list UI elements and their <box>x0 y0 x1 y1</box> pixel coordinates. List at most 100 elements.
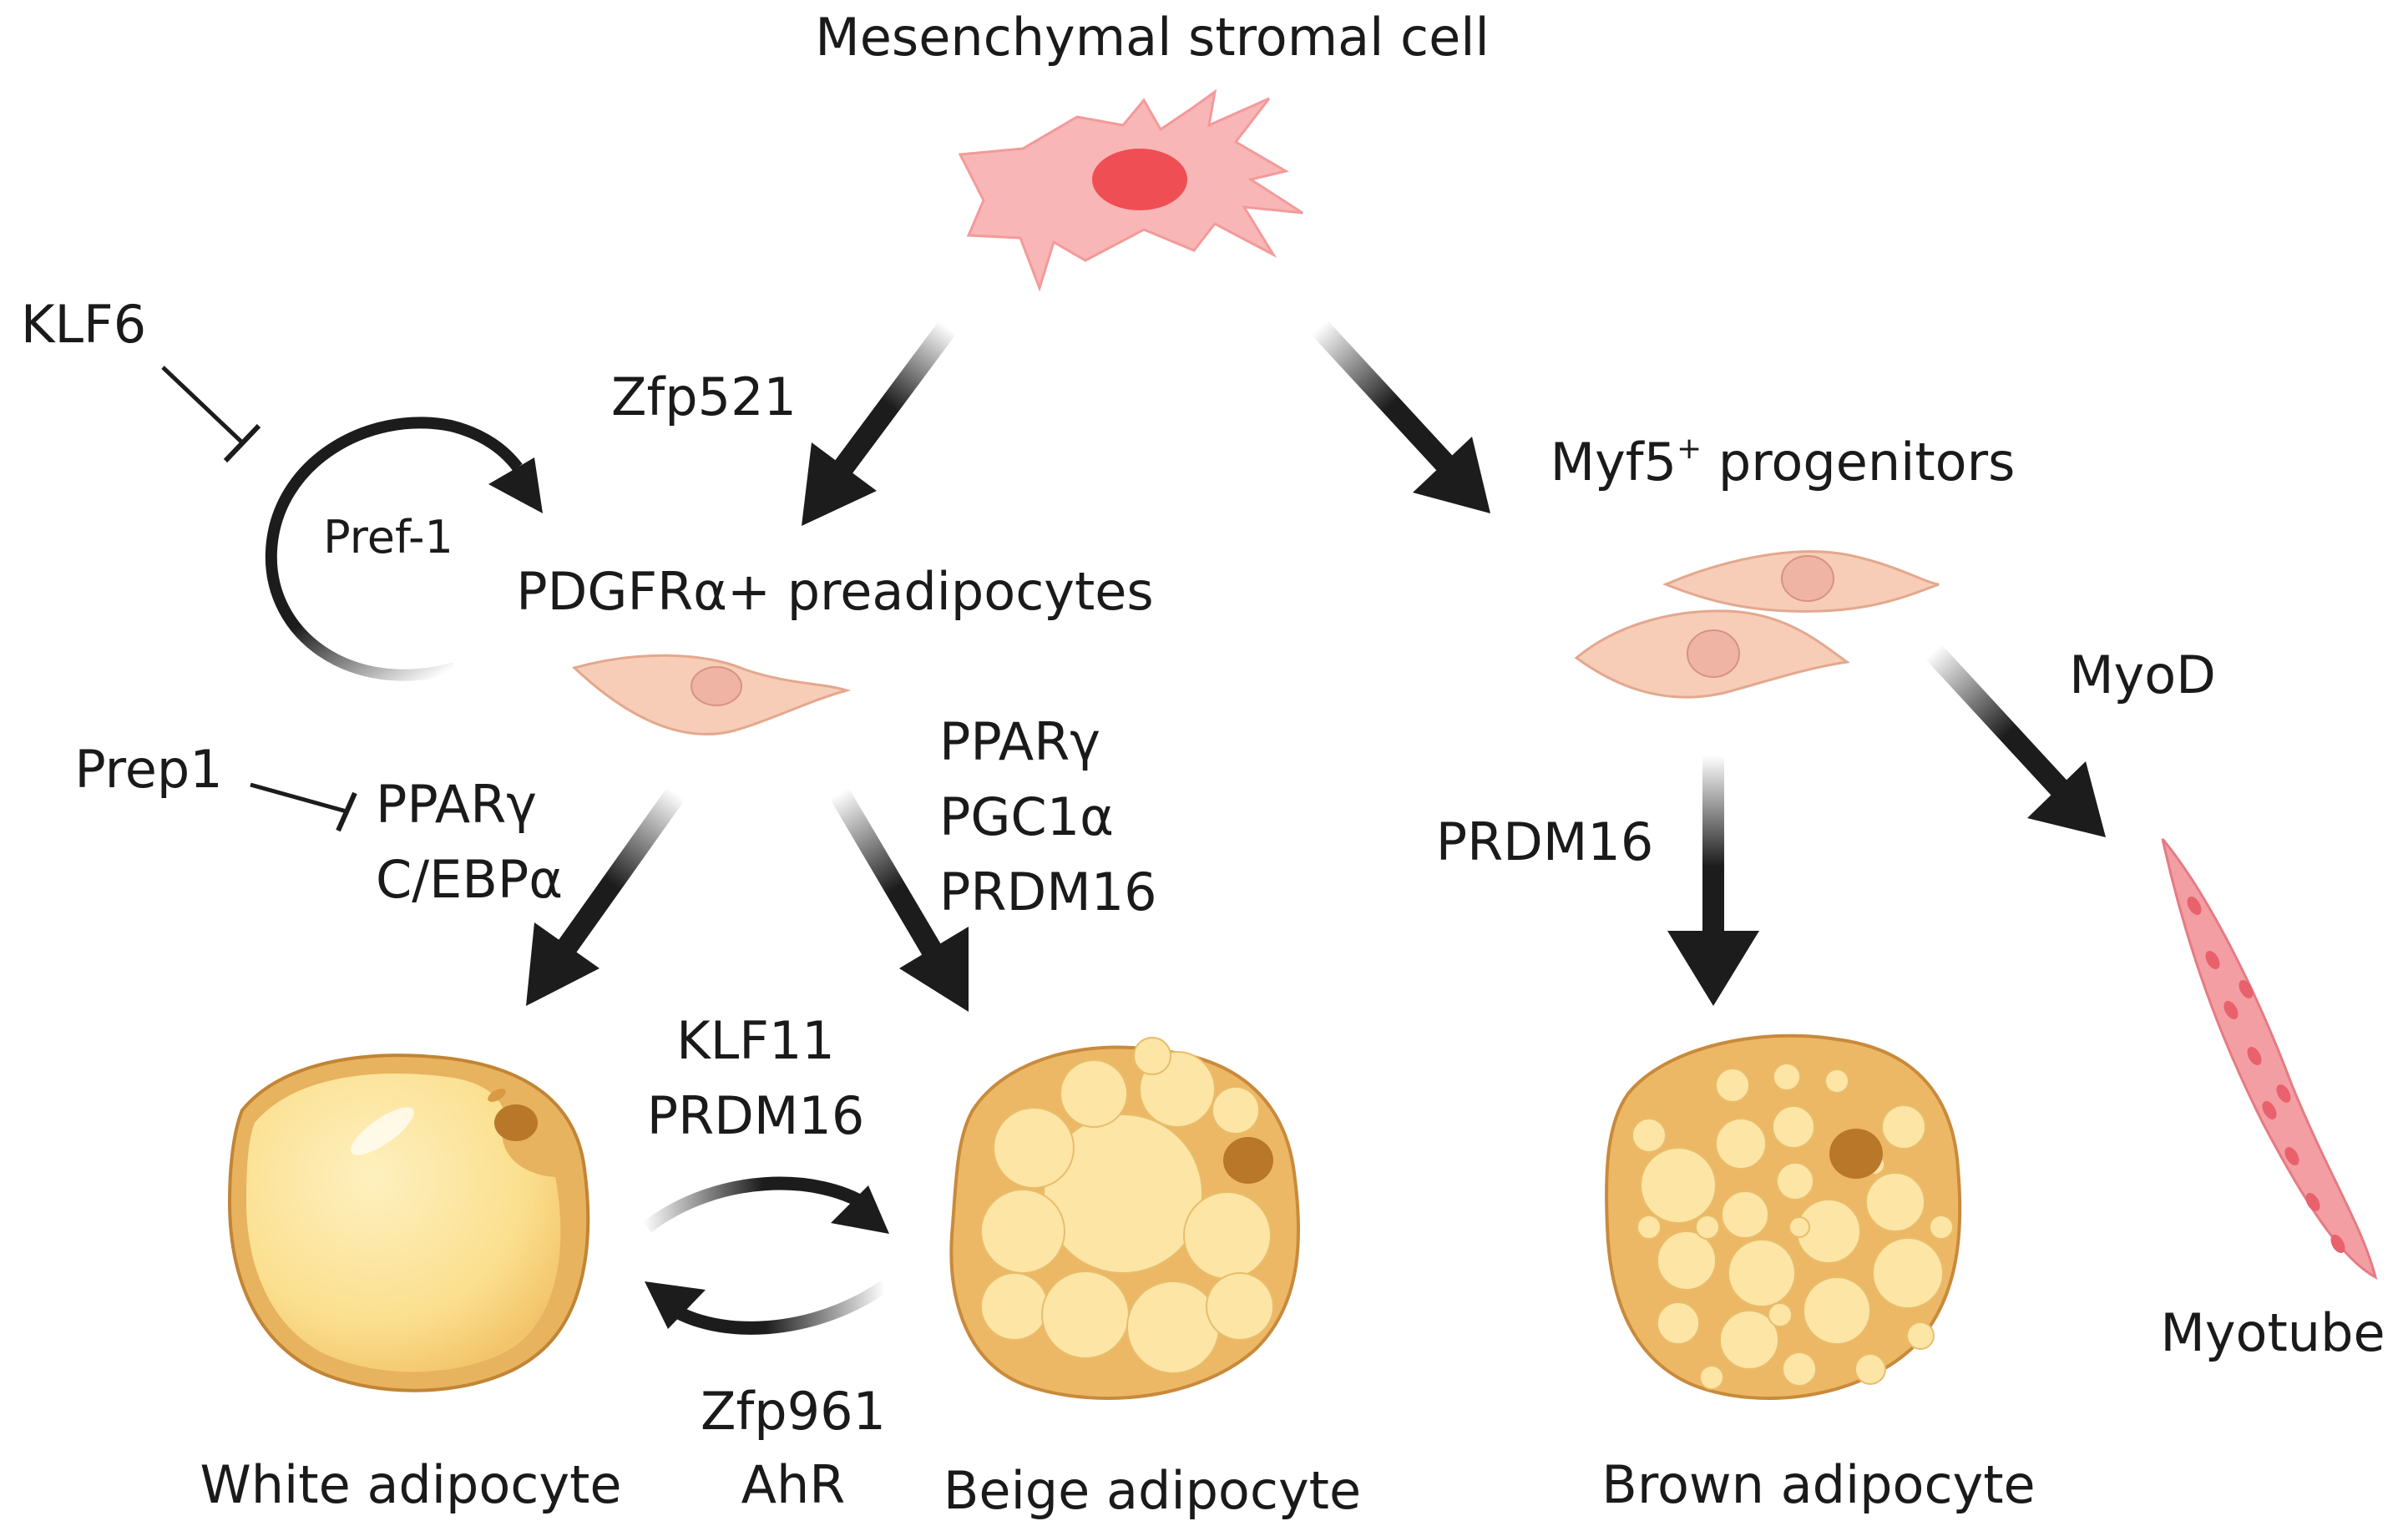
white-adipocyte-lipid <box>246 1073 561 1372</box>
arrow-shaft <box>829 787 945 962</box>
lipid-droplet <box>1772 1105 1815 1149</box>
lipid-droplet <box>1776 1162 1814 1200</box>
lipid-droplet <box>1212 1086 1260 1134</box>
lipid-droplet <box>1782 1352 1817 1387</box>
arrow-head <box>2027 761 2106 837</box>
lipid-droplet <box>1043 1114 1203 1274</box>
myotube-nucleus <box>2284 1147 2299 1165</box>
arrow-beige-to-white <box>645 1280 889 1335</box>
myotube-nucleus <box>2262 1101 2277 1119</box>
inhibit-line <box>250 782 347 814</box>
lipid-droplet <box>1695 1215 1720 1240</box>
pref1-self-renewal-loop <box>265 417 543 681</box>
arrow-white-to-beige <box>643 1176 889 1234</box>
lipid-droplet <box>1637 1215 1662 1240</box>
white-adipocyte-mitochondrion <box>488 1089 506 1102</box>
lipid-droplet <box>1126 1281 1220 1374</box>
prep1-label: Prep1 <box>74 739 222 800</box>
beige-adipocyte-cell <box>949 1037 1301 1400</box>
arrow-head <box>802 442 877 526</box>
lipid-droplet <box>980 1272 1049 1341</box>
lipid-droplet <box>1773 1063 1801 1091</box>
inhibit-bar <box>223 423 261 463</box>
prep1-inhibition <box>250 782 357 832</box>
lipid-droplet <box>1865 1172 1925 1232</box>
to-white-factor-1: Zfp961 <box>701 1381 886 1442</box>
lipid-droplet <box>1803 1276 1871 1345</box>
pref1-label: Pref-1 <box>323 511 453 563</box>
beige-pathway-factor-3: PRDM16 <box>939 862 1157 922</box>
lipid-droplet <box>1768 1302 1793 1327</box>
loop-arc <box>265 417 523 681</box>
myf5-progenitor-cells <box>1574 550 1940 699</box>
myotube-nucleus <box>2330 1235 2345 1253</box>
klf6-inhibition <box>161 366 261 463</box>
lipid-droplet <box>1699 1365 1724 1390</box>
myf5-progenitor-lower-nucleus <box>1687 629 1740 678</box>
myotube-nuclei <box>2187 897 2345 1253</box>
lipid-droplet <box>1719 1310 1779 1370</box>
arrow-preadipocyte-to-beige <box>829 787 969 1012</box>
lipid-droplet <box>1721 1190 1769 1239</box>
arrow-shaft <box>834 321 957 474</box>
lipid-droplet <box>1854 1353 1886 1385</box>
myotube-nucleus <box>2276 1084 2291 1103</box>
myotube-cell <box>2161 838 2378 1280</box>
arrow-head <box>899 927 969 1012</box>
arrow-head <box>1413 437 1490 513</box>
lipid-droplet <box>1715 1068 1750 1103</box>
white-adipocyte-label: White adipocyte <box>200 1454 621 1515</box>
myotube-nucleus <box>2205 951 2220 969</box>
arrow-myf5-to-brown <box>1667 755 1759 1006</box>
arrow-myf5-to-myotube <box>1925 644 2106 837</box>
brown-adipocyte-cell <box>1605 1033 1962 1400</box>
myf5-progenitor-upper-nucleus <box>1781 555 1834 602</box>
inhibit-line <box>161 366 244 444</box>
lipid-droplet <box>1728 1239 1796 1307</box>
loop-arrow-head <box>488 457 543 513</box>
lipid-droplet <box>980 1189 1065 1274</box>
white-pathway-factor-2: C/EBPα <box>376 849 563 910</box>
lipid-droplet <box>1657 1230 1717 1291</box>
lipid-droplet <box>1206 1272 1274 1341</box>
lipid-droplet <box>1060 1059 1128 1128</box>
lipid-droplet <box>1631 1118 1667 1153</box>
to-beige-factor-2: PRDM16 <box>647 1085 865 1146</box>
msc-label: Mesenchymal stromal cell <box>815 7 1489 68</box>
brown-adipocyte-nucleus <box>1829 1129 1883 1179</box>
myotube-nucleus <box>2239 980 2254 998</box>
arrow-head <box>1667 931 1759 1006</box>
brown-pathway-label: PRDM16 <box>1436 811 1654 872</box>
arrow-msc-to-preadipocytes <box>802 321 957 526</box>
myf5-progenitors-label: Myf5+ progenitors <box>1551 432 2016 493</box>
curved-shaft <box>643 1176 873 1233</box>
myotube-nucleus <box>2187 897 2202 915</box>
myotube-nucleus <box>2305 1193 2320 1211</box>
lipid-droplet <box>1657 1301 1700 1345</box>
msc-nucleus <box>1092 149 1187 210</box>
inhibit-bar <box>336 791 357 832</box>
klf6-label: KLF6 <box>21 294 146 355</box>
myotube-body <box>2161 838 2378 1280</box>
preadipocyte-cell <box>572 654 852 735</box>
beige-lipid-droplets <box>980 1037 1274 1374</box>
myod-label: MyoD <box>2069 644 2216 705</box>
myotube-nucleus <box>2247 1047 2262 1065</box>
brown-adipocyte-label: Brown adipocyte <box>1601 1454 2035 1515</box>
curved-shaft <box>664 1280 889 1335</box>
beige-pathway-factor-2: PGC1α <box>939 786 1114 847</box>
arrow-shaft <box>1925 644 2071 799</box>
lipid-droplet <box>1881 1104 1926 1150</box>
myotube-nucleus <box>2223 1001 2239 1019</box>
lipid-droplet <box>1183 1191 1272 1280</box>
to-white-factor-2: AhR <box>741 1454 846 1515</box>
lipid-droplet <box>1133 1037 1171 1075</box>
mesenchymal-stromal-cell <box>958 88 1303 292</box>
lipid-droplet <box>1788 1216 1810 1238</box>
white-adipocyte-cell <box>227 1054 590 1392</box>
white-adipocyte-highlight <box>351 1107 414 1155</box>
arrow-msc-to-myf5-progenitors <box>1311 320 1490 513</box>
arrow-head <box>526 922 599 1006</box>
to-beige-factor-1: KLF11 <box>676 1010 835 1071</box>
